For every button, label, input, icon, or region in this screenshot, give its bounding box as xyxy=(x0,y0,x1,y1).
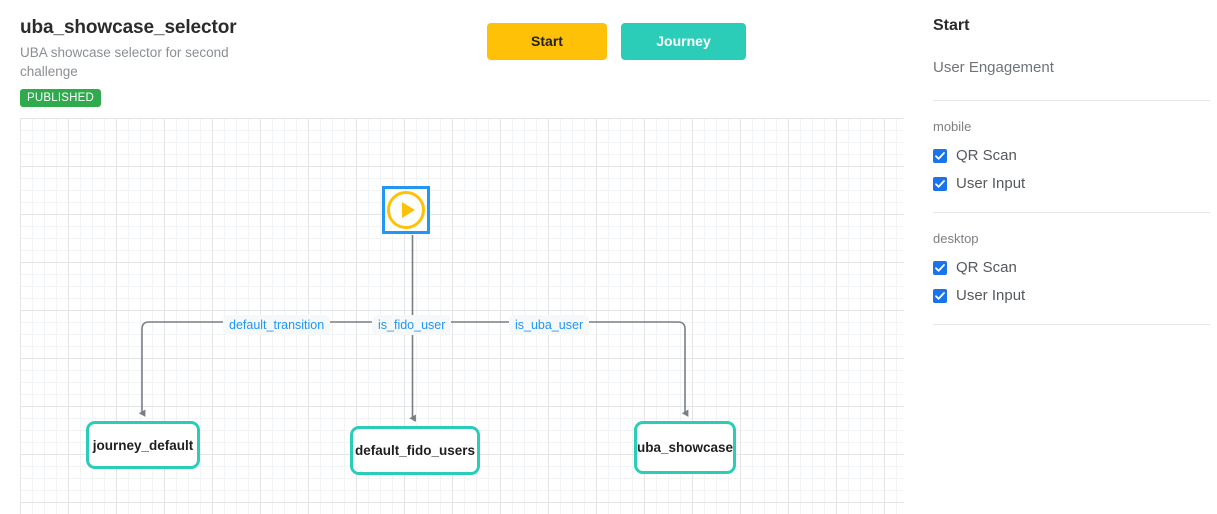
node-label: default_fido_users xyxy=(354,443,476,458)
flow-header: uba_showcase_selector UBA showcase selec… xyxy=(20,16,440,107)
play-triangle-icon xyxy=(401,202,415,218)
edge-label-default-transition[interactable]: default_transition xyxy=(223,315,331,335)
checkbox-icon[interactable] xyxy=(933,288,947,303)
sidebar-divider xyxy=(933,100,1210,101)
checkbox-label: QR Scan xyxy=(956,259,1017,276)
edge-label-is-uba-user[interactable]: is_uba_user xyxy=(509,315,590,335)
edge-label-is-fido-user[interactable]: is_fido_user xyxy=(372,315,452,335)
node-default-fido-users[interactable]: default_fido_users xyxy=(350,426,480,475)
node-journey-default[interactable]: journey_default xyxy=(86,421,200,469)
flow-description: UBA showcase selector for second challen… xyxy=(20,45,229,79)
group-label-mobile: mobile xyxy=(933,119,972,134)
sidebar-title: Start xyxy=(933,17,970,34)
journey-button[interactable]: Journey xyxy=(621,23,746,60)
sidebar-divider xyxy=(933,212,1210,213)
page-title: uba_showcase_selector xyxy=(20,17,237,38)
checkbox-row-desktop-qr-scan[interactable]: QR Scan xyxy=(933,258,1217,277)
checkbox-icon[interactable] xyxy=(933,260,947,275)
play-icon xyxy=(387,191,425,229)
checkbox-icon[interactable] xyxy=(933,148,947,163)
flow-canvas[interactable]: default_transition is_fido_user is_uba_u… xyxy=(20,118,904,514)
sidebar-group-desktop: desktop QR Scan User Input xyxy=(933,213,1217,324)
sidebar-subtitle: User Engagement xyxy=(933,59,1054,76)
checkbox-label: User Input xyxy=(956,287,1026,304)
properties-sidebar: Start User Engagement mobile QR Scan Use… xyxy=(933,0,1217,514)
start-node[interactable] xyxy=(382,186,430,234)
checkbox-row-mobile-user-input[interactable]: User Input xyxy=(933,174,1217,193)
status-badge: PUBLISHED xyxy=(20,89,101,107)
checkbox-label: User Input xyxy=(956,175,1026,192)
start-button[interactable]: Start xyxy=(487,23,607,60)
sidebar-divider xyxy=(933,324,1210,325)
toolbar: Start Journey xyxy=(487,23,746,60)
node-label: journey_default xyxy=(92,437,194,453)
checkbox-icon[interactable] xyxy=(933,176,947,191)
flow-connectors xyxy=(138,235,689,422)
checkbox-label: QR Scan xyxy=(956,147,1017,164)
checkbox-row-desktop-user-input[interactable]: User Input xyxy=(933,286,1217,305)
node-label: uba_showcase xyxy=(636,440,734,455)
group-label-desktop: desktop xyxy=(933,231,979,246)
checkbox-row-mobile-qr-scan[interactable]: QR Scan xyxy=(933,146,1217,165)
node-uba-showcase[interactable]: uba_showcase xyxy=(634,421,736,474)
sidebar-group-mobile: mobile QR Scan User Input xyxy=(933,101,1217,212)
